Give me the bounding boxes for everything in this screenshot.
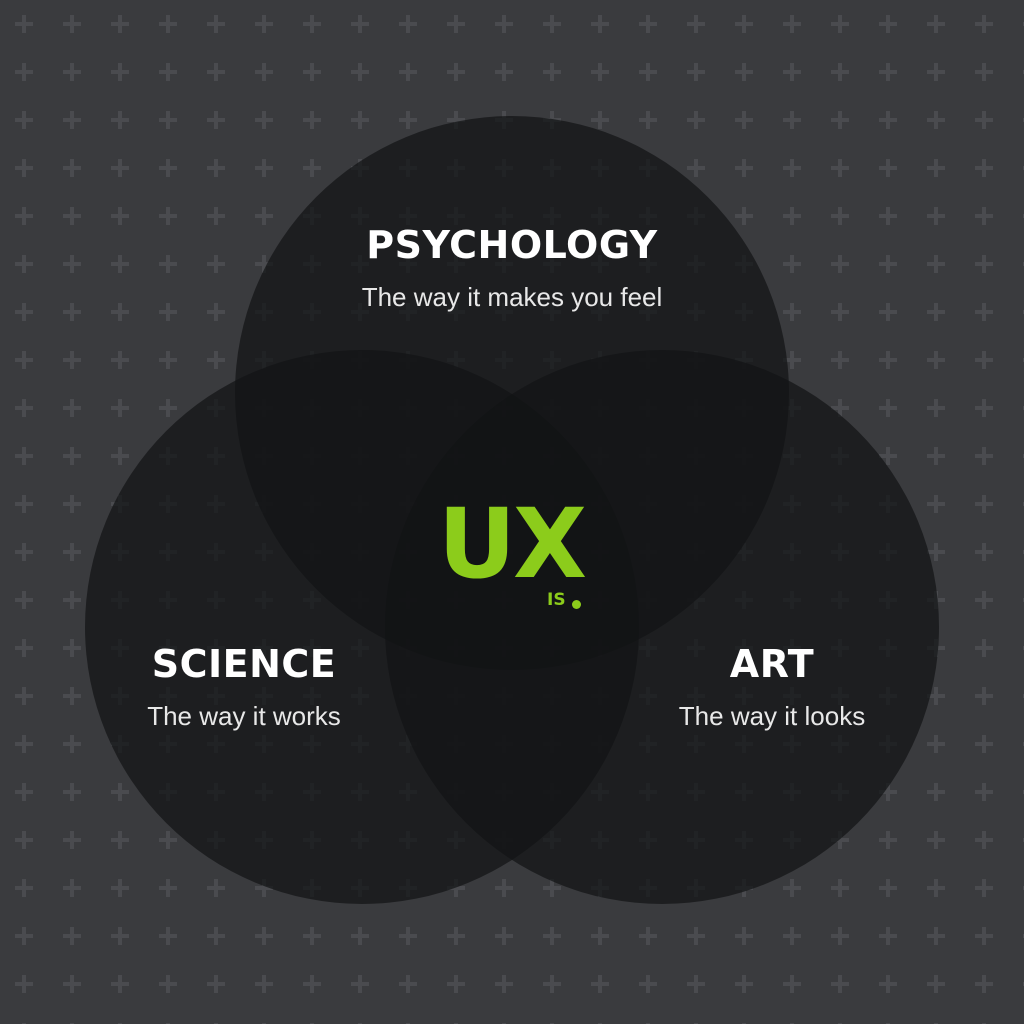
psychology-title: PSYCHOLOGY bbox=[366, 223, 658, 267]
center-ux-title: UX bbox=[438, 488, 587, 600]
psychology-subtitle: The way it makes you feel bbox=[361, 282, 663, 312]
science-title: SCIENCE bbox=[151, 642, 337, 686]
center-ux-dot bbox=[572, 600, 581, 609]
art-subtitle: The way it looks bbox=[678, 701, 866, 731]
art-title: ART bbox=[729, 642, 815, 686]
science-subtitle: The way it works bbox=[147, 701, 341, 731]
art-circle bbox=[385, 350, 939, 904]
center-ux-suffix: IS bbox=[547, 590, 566, 610]
